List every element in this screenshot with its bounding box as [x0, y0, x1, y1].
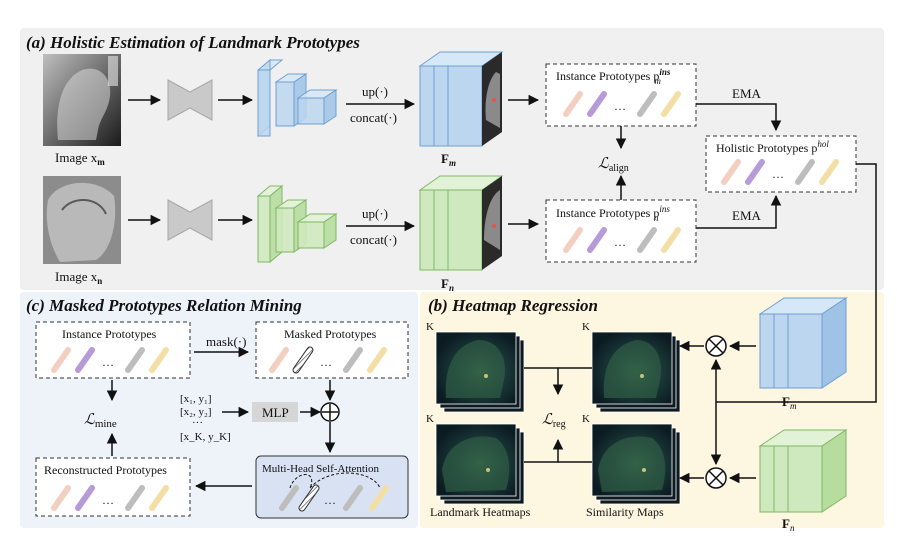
multi-head-self-attention-block: Multi-Head Self-Attention … — [255, 455, 409, 519]
encoder-icon-m — [167, 79, 213, 121]
svg-text:Multi-Head Self-Attention: Multi-Head Self-Attention — [262, 463, 380, 475]
concat-op-m: concat(·) — [350, 110, 397, 125]
masked-prototypes: Masked Prototypes … — [255, 321, 409, 379]
loss-reg: ℒreg — [542, 412, 566, 430]
svg-text:…: … — [324, 493, 336, 507]
svg-text:Instance Prototypes: Instance Prototypes — [62, 327, 157, 341]
feature-m-copy-label: Fm — [782, 394, 797, 411]
multiply-icon-top — [705, 335, 727, 357]
landmark-heatmap-stack-top — [435, 331, 525, 413]
similarity-map-stack-bottom — [591, 423, 681, 505]
svg-text:…: … — [102, 493, 114, 507]
line-holistic-to-heatmap — [716, 163, 877, 403]
mlp-block — [252, 402, 298, 422]
coordinates-list: [x₁, y₁] [x₂, y₂] ··· [x_K, y_K] — [180, 393, 231, 443]
arrow-ema-bottom — [696, 194, 782, 229]
svg-text:···: ··· — [192, 417, 203, 429]
k-label-bottom-right: K — [582, 413, 590, 425]
svg-text:Reconstructed Prototypes: Reconstructed Prototypes — [44, 463, 167, 477]
svg-text:…: … — [102, 355, 114, 369]
mlp-label: MLP — [262, 405, 289, 420]
loss-align: ℒalign — [598, 156, 629, 174]
plus-icon — [320, 402, 340, 422]
feature-volume-n-copy — [758, 429, 848, 513]
image-n-label: Image xn — [55, 269, 102, 286]
mask-op-label: mask(·) — [206, 334, 246, 349]
feature-m-label: Fm — [441, 151, 456, 168]
up-op-n: up(·) — [362, 206, 388, 221]
svg-text:Holistic Prototypes phol: Holistic Prototypes phol — [716, 139, 829, 155]
multiply-icon-bottom — [705, 467, 727, 489]
xray-image-n — [43, 176, 121, 264]
up-op-m: up(·) — [362, 84, 388, 99]
landmark-heatmaps-label: Landmark Heatmaps — [430, 505, 531, 519]
xray-image-m — [43, 54, 121, 146]
mining-instance-prototypes: Instance Prototypes … — [35, 321, 191, 379]
encoder-icon-n — [167, 199, 213, 241]
holistic-prototypes: Holistic Prototypes phol … — [705, 135, 857, 193]
similarity-maps-label: Similarity Maps — [586, 505, 664, 519]
loss-mine: ℒmine — [84, 412, 117, 430]
svg-text:[x₂, y₂]: [x₂, y₂] — [180, 406, 212, 418]
feature-n-copy-label: Fn — [782, 516, 795, 533]
concat-op-n: concat(·) — [350, 232, 397, 247]
svg-text:[x_K, y_K]: [x_K, y_K] — [180, 431, 231, 443]
feature-volume-n — [418, 175, 504, 271]
feature-pyramid-icon-m — [257, 58, 338, 138]
section-c-title: (c) Masked Prototypes Relation Mining — [26, 296, 302, 315]
landmark-heatmap-stack-bottom — [435, 423, 525, 505]
svg-text:[x₁, y₁]: [x₁, y₁] — [180, 393, 212, 405]
similarity-map-stack-top — [591, 331, 681, 413]
k-label-top-right: K — [582, 321, 590, 333]
svg-text:Masked Prototypes: Masked Prototypes — [284, 327, 377, 341]
image-m-label: Image xm — [55, 150, 105, 167]
ema-bottom-label: EMA — [732, 208, 762, 223]
feature-volume-m — [418, 51, 504, 147]
section-a-title: (a) Holistic Estimation of Landmark Prot… — [26, 33, 360, 52]
feature-pyramid-icon-n — [256, 184, 338, 264]
feature-volume-m-copy — [758, 297, 848, 389]
feature-n-label: Fn — [441, 276, 454, 293]
svg-text:…: … — [614, 235, 626, 249]
ema-top-label: EMA — [732, 86, 762, 101]
reconstructed-prototypes: Reconstructed Prototypes … — [35, 457, 191, 517]
svg-text:…: … — [614, 99, 626, 113]
arrow-ema-top — [696, 103, 782, 132]
k-label-top-left: K — [426, 321, 434, 333]
k-label-bottom-left: K — [426, 413, 434, 425]
svg-text:…: … — [320, 355, 332, 369]
svg-text:…: … — [772, 167, 784, 181]
section-b-title: (b) Heatmap Regression — [428, 296, 598, 315]
